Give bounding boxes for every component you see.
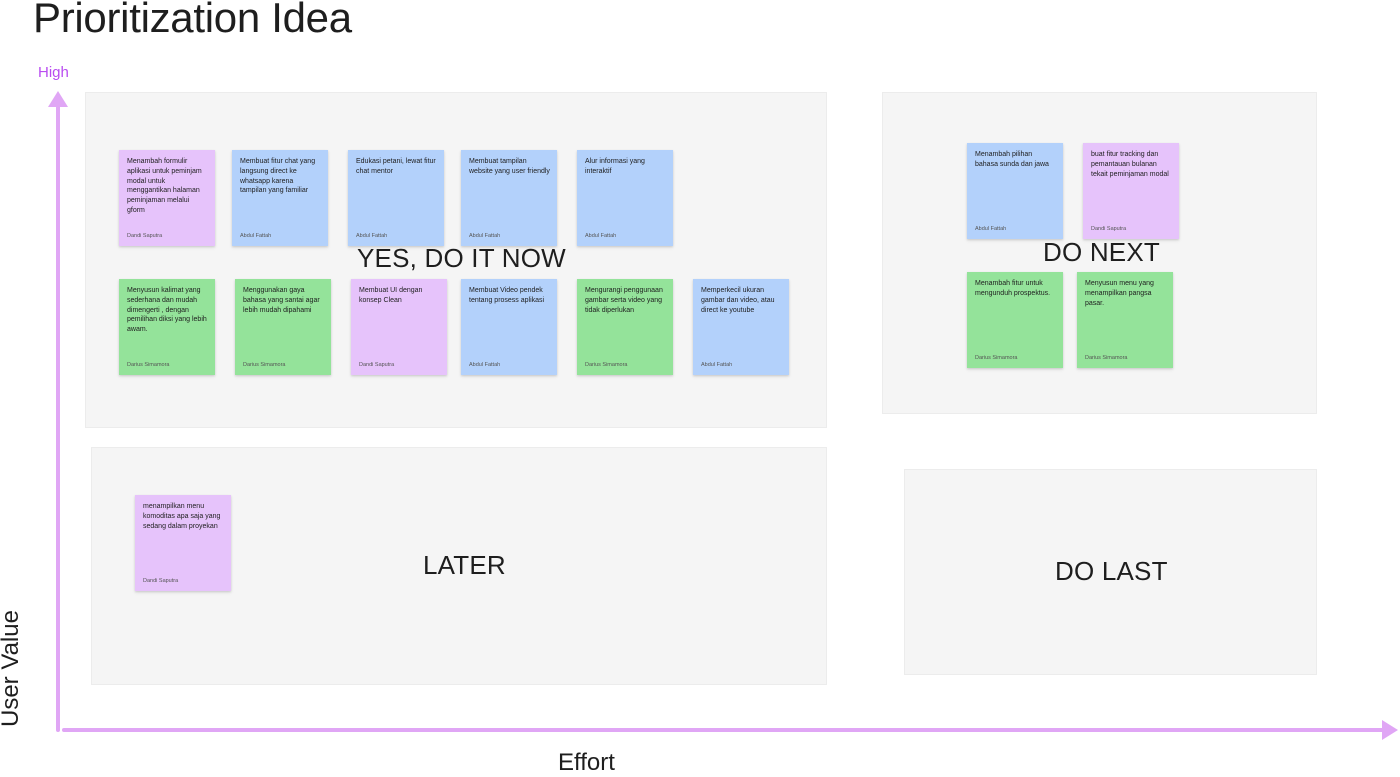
sticky-note[interactable]: Membuat Video pendek tentang prosess apl… bbox=[461, 279, 557, 375]
sticky-note-author: Dandi Saputra bbox=[143, 578, 179, 584]
sticky-note-text: Menyusun menu yang menampilkan pangsa pa… bbox=[1085, 280, 1154, 307]
section-label-later: LATER bbox=[423, 550, 506, 580]
section-label-do-next: DO NEXT bbox=[1043, 237, 1160, 267]
x-axis-arrow-icon bbox=[1382, 720, 1398, 740]
sticky-note[interactable]: Alur informasi yang interaktif Abdul Fat… bbox=[577, 150, 673, 246]
sticky-note-text: Edukasi petani, lewat fitur chat mentor bbox=[356, 158, 436, 175]
sticky-note-author: Abdul Fattah bbox=[975, 226, 1007, 232]
sticky-note[interactable]: Membuat tampilan website yang user frien… bbox=[461, 150, 557, 246]
sticky-note-author: Darius Simamora bbox=[1085, 355, 1128, 361]
sticky-note-text: Mengurangi penggunaan gambar serta video… bbox=[585, 287, 663, 314]
sticky-note-text: buat fitur tracking dan pemantauan bulan… bbox=[1091, 151, 1169, 178]
sticky-note-author: Abdul Fattah bbox=[469, 233, 501, 239]
sticky-note[interactable]: buat fitur tracking dan pemantauan bulan… bbox=[1083, 143, 1179, 239]
sticky-note[interactable]: Menggunakan gaya bahasa yang santai agar… bbox=[235, 279, 331, 375]
sticky-note[interactable]: Menambah pilihan bahasa sunda dan jawa A… bbox=[967, 143, 1063, 239]
sticky-note-author: Dandi Saputra bbox=[1091, 226, 1127, 232]
sticky-note-text: Menyusun kalimat yang sederhana dan muda… bbox=[127, 287, 207, 334]
section-label-do-last: DO LAST bbox=[1055, 556, 1168, 586]
sticky-note[interactable]: Membuat UI dengan konsep Clean Dandi Sap… bbox=[351, 279, 447, 375]
sticky-note-text: Menambah formulir aplikasi untuk peminja… bbox=[127, 158, 202, 214]
sticky-note[interactable]: Menambah fitur untuk mengunduh prospektu… bbox=[967, 272, 1063, 368]
x-axis-label: Effort bbox=[558, 749, 615, 776]
sticky-note-text: Menambah pilihan bahasa sunda dan jawa bbox=[975, 151, 1049, 168]
sticky-note[interactable]: Mengurangi penggunaan gambar serta video… bbox=[577, 279, 673, 375]
sticky-note-author: Darius Simamora bbox=[585, 362, 628, 368]
sticky-note[interactable]: Menambah formulir aplikasi untuk peminja… bbox=[119, 150, 215, 246]
section-label-do-now: YES, DO IT NOW bbox=[357, 243, 566, 273]
y-axis-line bbox=[56, 104, 60, 732]
sticky-note[interactable]: Membuat fitur chat yang langsung direct … bbox=[232, 150, 328, 246]
sticky-note[interactable]: Memperkecil ukuran gambar dan video, ata… bbox=[693, 279, 789, 375]
sticky-note-author: Abdul Fattah bbox=[469, 362, 501, 368]
x-axis-line bbox=[62, 728, 1384, 732]
sticky-note-text: menampilkan menu komoditas apa saja yang… bbox=[143, 503, 221, 530]
sticky-note-author: Dandi Saputra bbox=[359, 362, 395, 368]
sticky-note-text: Membuat UI dengan konsep Clean bbox=[359, 287, 423, 304]
sticky-note[interactable]: Menyusun menu yang menampilkan pangsa pa… bbox=[1077, 272, 1173, 368]
sticky-note[interactable]: Edukasi petani, lewat fitur chat mentor … bbox=[348, 150, 444, 246]
y-axis-high-label: High bbox=[38, 64, 69, 81]
sticky-note-text: Alur informasi yang interaktif bbox=[585, 158, 645, 175]
sticky-note-author: Abdul Fattah bbox=[585, 233, 617, 239]
section-do-last[interactable] bbox=[904, 469, 1317, 675]
sticky-note-text: Menambah fitur untuk mengunduh prospektu… bbox=[975, 280, 1051, 297]
sticky-note-text: Membuat fitur chat yang langsung direct … bbox=[240, 158, 316, 195]
sticky-note-author: Abdul Fattah bbox=[701, 362, 733, 368]
sticky-note-text: Memperkecil ukuran gambar dan video, ata… bbox=[701, 287, 775, 314]
sticky-note-author: Darius Simamora bbox=[243, 362, 286, 368]
sticky-note-author: Abdul Fattah bbox=[356, 233, 388, 239]
sticky-note[interactable]: Menyusun kalimat yang sederhana dan muda… bbox=[119, 279, 215, 375]
sticky-note-author: Dandi Saputra bbox=[127, 233, 163, 239]
sticky-note-author: Darius Simamora bbox=[975, 355, 1018, 361]
y-axis-arrow-icon bbox=[48, 91, 68, 107]
sticky-note-author: Darius Simamora bbox=[127, 362, 170, 368]
sticky-note-author: Abdul Fattah bbox=[240, 233, 272, 239]
sticky-note-text: Membuat tampilan website yang user frien… bbox=[469, 158, 550, 175]
sticky-note[interactable]: menampilkan menu komoditas apa saja yang… bbox=[135, 495, 231, 591]
board-title: Prioritization Idea bbox=[33, 0, 352, 41]
sticky-note-text: Membuat Video pendek tentang prosess apl… bbox=[469, 287, 545, 304]
sticky-note-text: Menggunakan gaya bahasa yang santai agar… bbox=[243, 287, 320, 314]
y-axis-label: User Value bbox=[0, 610, 24, 727]
